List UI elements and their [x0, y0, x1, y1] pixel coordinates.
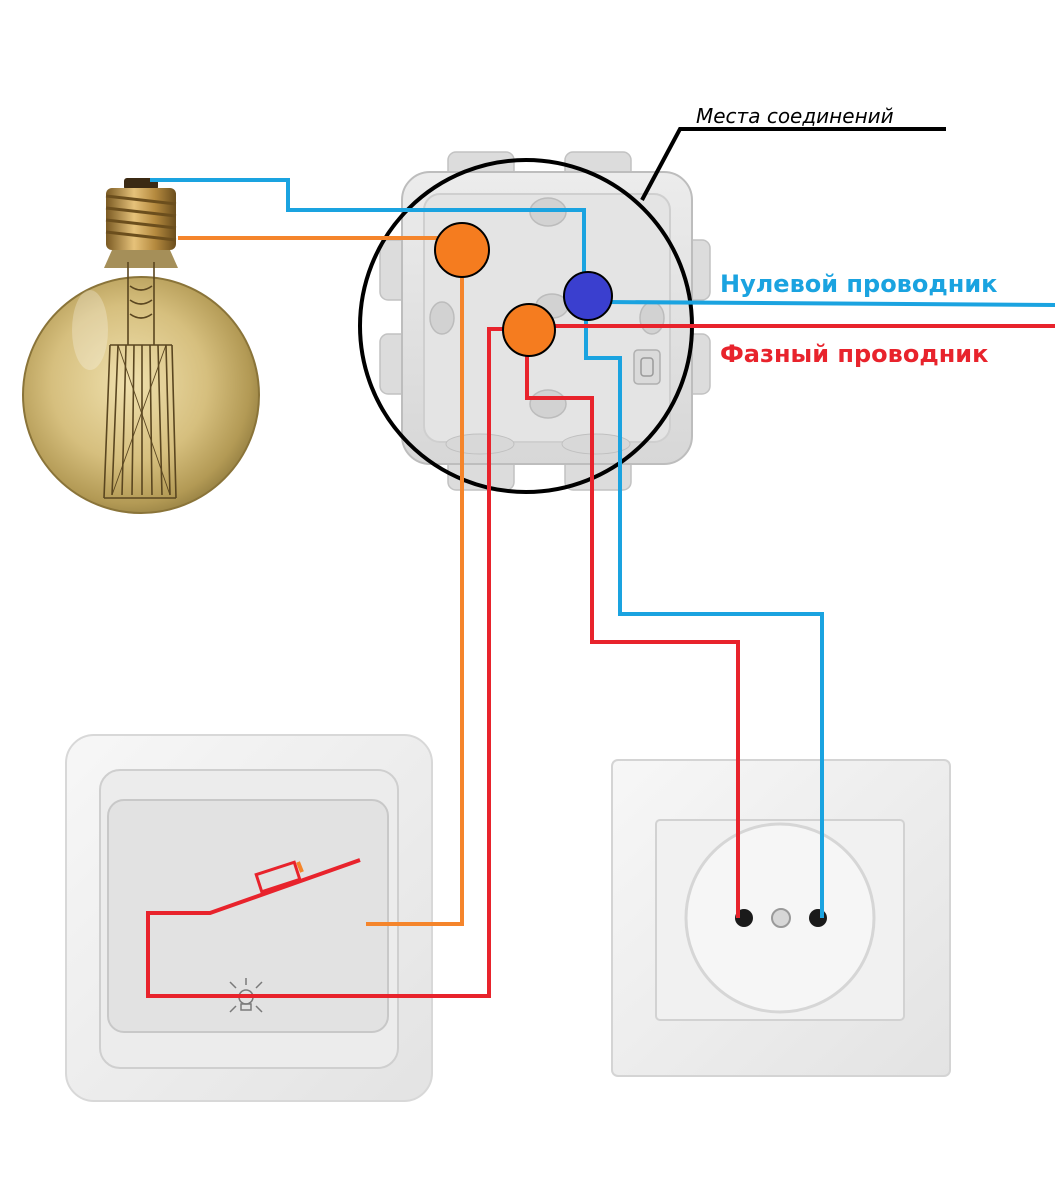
junction-phase-feed [502, 303, 556, 357]
switch-contact-symbol [254, 860, 304, 894]
lamp-tip [124, 178, 158, 190]
junctions-label: Места соединений [696, 104, 894, 128]
wall-socket [611, 759, 951, 1077]
phase-label: Фазный проводник [720, 340, 988, 368]
lamp-base [105, 188, 177, 250]
switched-wire-switch [366, 264, 464, 926]
wall-switch [65, 734, 433, 1102]
lamp-filament [103, 262, 177, 499]
junctions-pointer-line [640, 127, 946, 201]
socket-ground-screw [771, 908, 791, 928]
neutral-wire-lamp [150, 178, 586, 297]
neutral-wire-socket [584, 312, 824, 918]
junction-neutral [563, 271, 613, 321]
phase-wire-switch [146, 327, 522, 998]
junction-phase-lamp [434, 222, 490, 278]
phase-wire-socket [525, 345, 740, 918]
lamp [22, 178, 260, 514]
neutral-wire-feed [606, 300, 1055, 307]
socket-hole-right [809, 909, 827, 927]
switch-rocker [107, 799, 389, 1033]
lamp-glass [22, 276, 260, 514]
neutral-label: Нулевой проводник [720, 270, 997, 298]
